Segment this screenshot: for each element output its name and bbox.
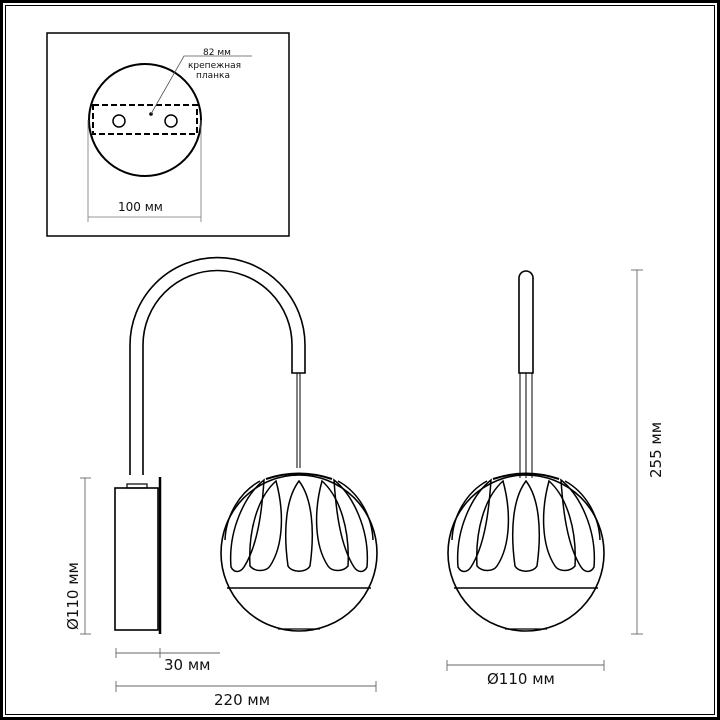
inner-frame <box>5 5 715 715</box>
base-depth-label: 30 мм <box>164 656 211 674</box>
height-label: 255 мм <box>647 422 665 478</box>
globe-shade-front <box>447 472 605 632</box>
wall-base <box>114 487 159 631</box>
mount-detail-inset <box>46 32 290 237</box>
total-reach-label: 220 мм <box>214 691 270 709</box>
side-view-dimensions <box>80 477 377 692</box>
front-shade-diameter-label: Ø110 мм <box>487 670 555 688</box>
globe-shade-side <box>220 472 378 632</box>
screw-hole-left <box>112 114 126 128</box>
mounting-plate <box>92 104 198 135</box>
leader-line <box>150 55 252 115</box>
front-view-lamp <box>447 270 605 632</box>
base-diameter-label: 100 мм <box>118 200 163 214</box>
plate-name-line2: планка <box>196 71 230 81</box>
plate-name-line1: крепежная <box>188 61 241 71</box>
curved-arm <box>129 256 306 475</box>
front-view-dimensions <box>446 269 643 671</box>
screw-hole-right <box>164 114 178 128</box>
side-shade-diameter-label: Ø110 мм <box>64 562 82 630</box>
plate-width-label: 82 мм <box>203 48 231 58</box>
base-circle <box>88 63 202 177</box>
rod-cap <box>518 270 534 374</box>
inset-border <box>46 32 290 237</box>
side-view-lamp <box>114 256 378 634</box>
